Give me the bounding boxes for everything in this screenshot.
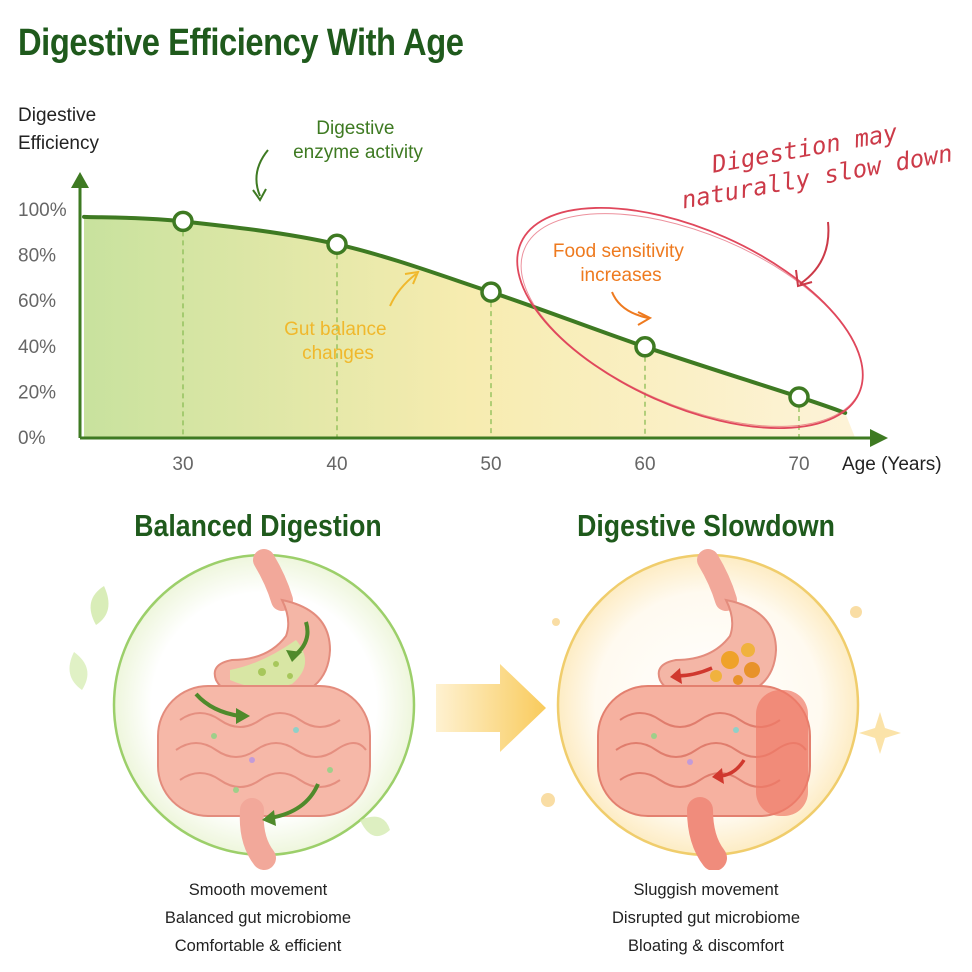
page-title: Digestive Efficiency With Age — [18, 22, 464, 64]
y-tick-label: 20% — [18, 382, 56, 403]
y-tick-label: 100% — [18, 200, 67, 221]
x-axis-arrow-icon — [870, 429, 888, 447]
data-point-60 — [634, 336, 656, 358]
list-item: Smooth movement — [188, 881, 328, 899]
y-tick-label: 80% — [18, 246, 56, 267]
y-tick-label: 60% — [18, 291, 56, 312]
list-item: Disrupted gut microbiome — [612, 909, 800, 927]
x-tick-label: 60 — [634, 454, 655, 475]
leaf-icon — [360, 816, 390, 837]
x-tick-label: 70 — [788, 454, 809, 475]
data-point-40 — [326, 233, 348, 255]
panel-list-balanced: Smooth movement Balanced gut microbiome … — [88, 876, 428, 960]
y-axis-label: Digestive Efficiency — [18, 105, 101, 154]
slow-pointer-arrow-icon — [799, 221, 830, 285]
drop-lines — [182, 231, 800, 438]
y-axis-arrow-icon — [71, 172, 89, 188]
x-tick-labels: 30 40 50 60 70 — [172, 454, 809, 475]
annotation-slow-down: Digestion may naturally slow down — [674, 110, 954, 215]
area-fill — [84, 216, 856, 438]
y-tick-label: 40% — [18, 337, 56, 358]
data-point-70 — [788, 386, 810, 408]
digestion-illustrations — [69, 549, 901, 870]
panel-list-slowdown: Sluggish movement Disrupted gut microbio… — [536, 876, 876, 960]
data-points — [172, 210, 810, 408]
x-tick-label: 50 — [480, 454, 501, 475]
list-item: Balanced gut microbiome — [164, 909, 352, 927]
list-item: Sluggish movement — [633, 881, 779, 899]
y-tick-label: 0% — [18, 428, 46, 449]
sparkle-icon — [859, 712, 901, 754]
balanced-digestion-illustration — [69, 549, 416, 870]
x-tick-label: 40 — [326, 454, 347, 475]
series-name-label: Digestive enzyme activity — [293, 118, 423, 163]
y-tick-labels: 0% 20% 40% 60% 80% 100% — [18, 200, 67, 449]
y-axis-label-line2: Efficiency — [18, 133, 99, 154]
efficiency-chart: Digestive Efficiency 0%20%40%60%80%100% … — [18, 105, 955, 475]
leaf-icon — [90, 586, 109, 625]
data-point-50 — [480, 281, 502, 303]
data-point-30 — [172, 210, 194, 233]
list-item: Comfortable & efficient — [174, 937, 342, 955]
annotation-gut-balance: Gut balance changes — [284, 319, 392, 364]
food-pointer-arrow-icon — [611, 291, 649, 319]
gut-pointer-arrow-icon — [389, 273, 417, 307]
digestive-slowdown-illustration — [541, 549, 901, 870]
series-pointer-arrow-icon — [255, 149, 269, 197]
transition-arrow-icon — [436, 664, 546, 752]
x-tick-label: 30 — [172, 454, 193, 475]
list-item: Bloating & discomfort — [628, 937, 784, 955]
leaf-icon — [69, 652, 88, 690]
panel-title-balanced: Balanced Digestion — [134, 508, 382, 543]
annotation-food-sensitivity: Food sensitivity increases — [553, 241, 689, 286]
panel-title-slowdown: Digestive Slowdown — [577, 508, 835, 543]
y-axis-label-line1: Digestive — [18, 105, 96, 126]
x-axis-label: Age (Years) — [842, 454, 942, 475]
